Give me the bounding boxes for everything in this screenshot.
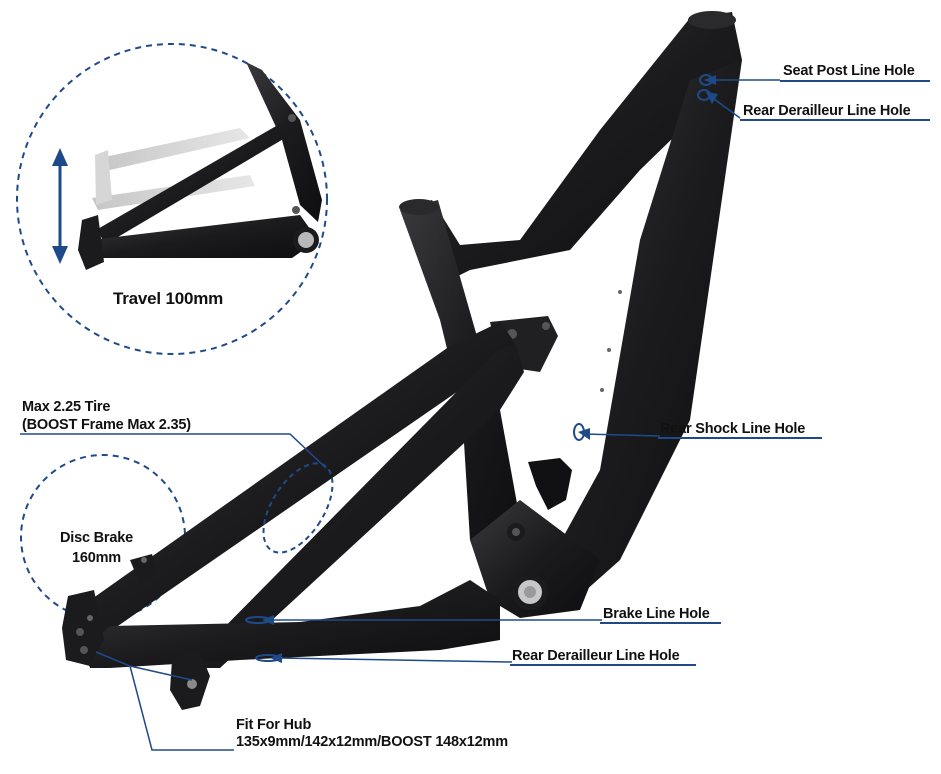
tire-label-line2: (BOOST Frame Max 2.35) <box>22 417 191 433</box>
brake-underline <box>600 622 721 624</box>
main-frame <box>399 11 742 618</box>
hub-label-line2: 135x9mm/142x12mm/BOOST 148x12mm <box>236 734 508 750</box>
inset-axle-icon <box>298 232 314 248</box>
rear-derailleur-line-hole-bottom-label: Rear Derailleur Line Hole <box>512 648 680 664</box>
tire-label-line1: Max 2.25 Tire <box>22 399 111 415</box>
rear-derailleur-bottom-underline <box>510 664 696 666</box>
double-headed-vertical-arrow-icon <box>52 148 68 264</box>
rear-derailleur-line-hole-top-label: Rear Derailleur Line Hole <box>743 103 911 119</box>
hub-label-line1: Fit For Hub <box>236 717 312 733</box>
brake-line-hole-label: Brake Line Hole <box>603 606 710 622</box>
arrowhead-seat-post <box>704 75 716 85</box>
seat-post-line-hole-label: Seat Post Line Hole <box>783 63 915 79</box>
arrowhead-rear-shock <box>578 428 590 440</box>
travel-label: Travel 100mm <box>113 289 224 308</box>
arrowhead-brake <box>262 615 274 625</box>
disc-brake-label-line2: 160mm <box>72 550 121 566</box>
chainstay <box>84 580 500 668</box>
down-tube <box>545 60 742 600</box>
arrowhead-rear-derailleur-bottom <box>270 653 282 663</box>
rear-triangle <box>62 322 524 710</box>
disc-brake-label-line1: Disc Brake <box>60 530 133 546</box>
travel-inset <box>16 43 328 355</box>
rear-derailleur-top-underline <box>740 119 930 121</box>
rear-shock-line-hole-label: Rear Shock Line Hole <box>660 421 806 437</box>
top-tube <box>400 12 742 280</box>
leader-lines <box>20 79 780 751</box>
seatstay-left <box>72 322 516 646</box>
seat-post-underline <box>780 80 930 82</box>
rear-shock-underline <box>658 437 822 439</box>
arrowhead-rear-derailleur-top <box>706 92 718 104</box>
inset-swingarm <box>78 62 322 270</box>
seatstay-right <box>176 344 524 668</box>
